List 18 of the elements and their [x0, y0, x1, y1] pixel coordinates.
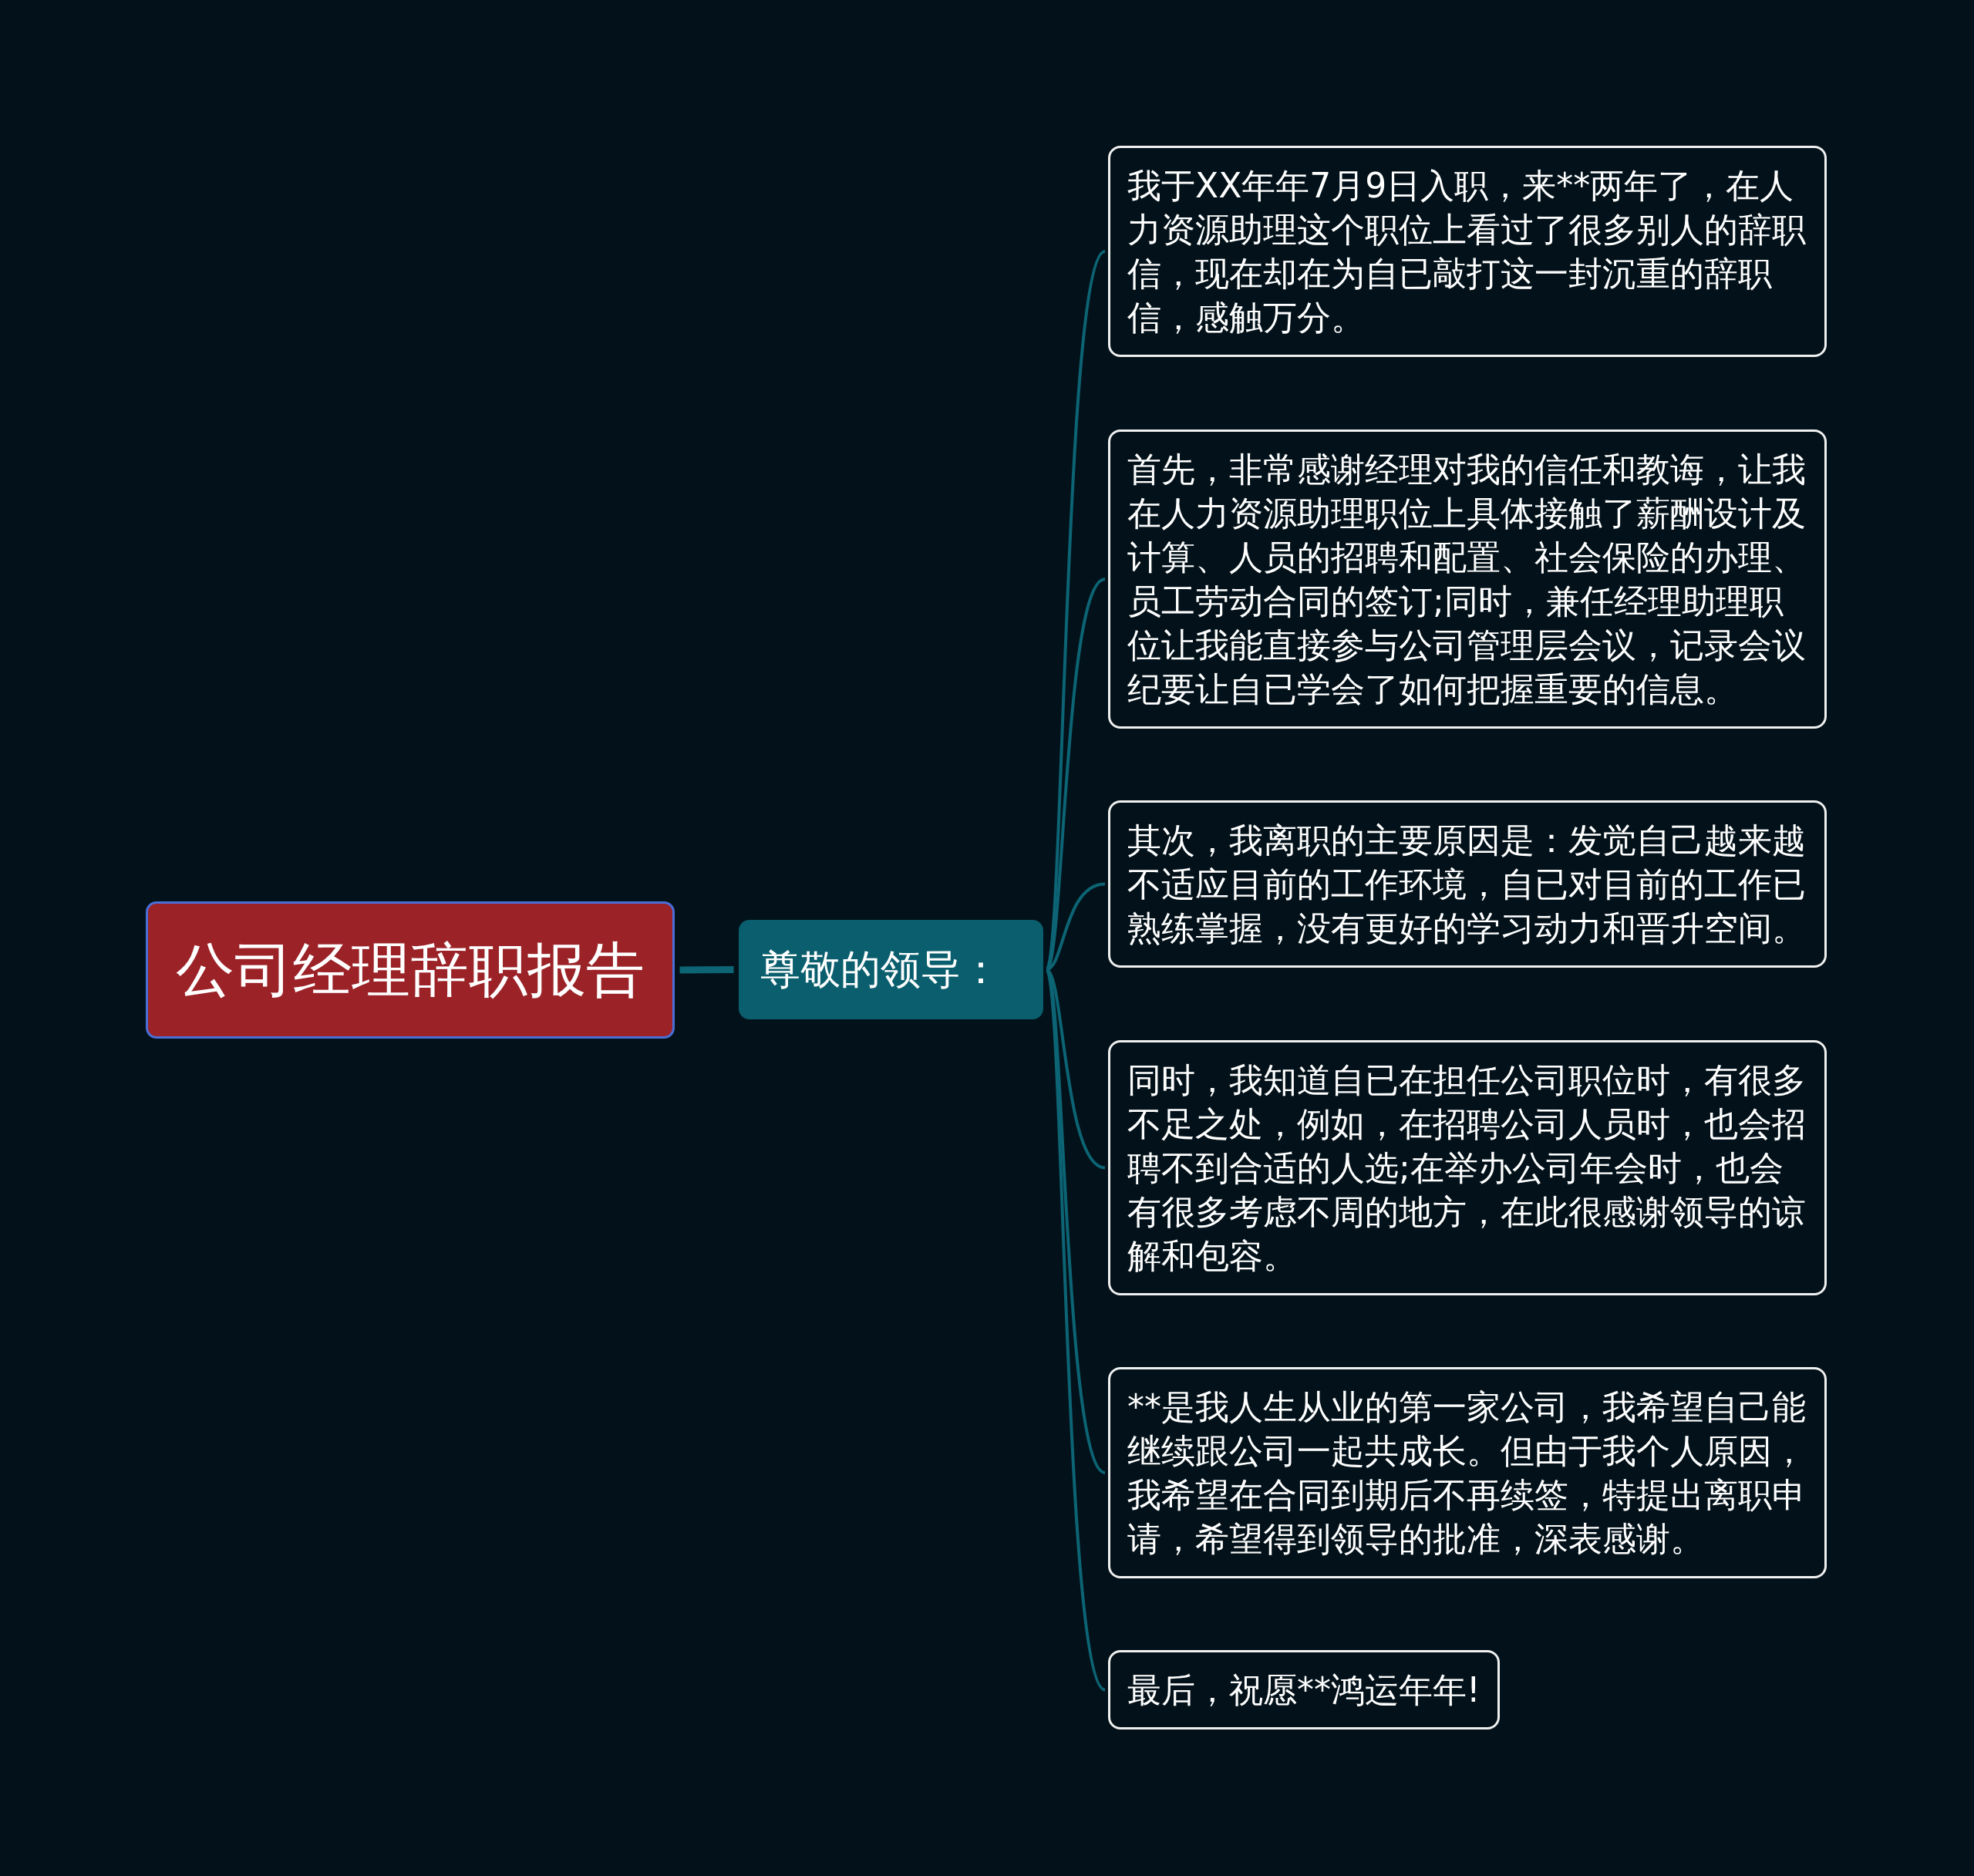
- note-text: **是我人生从业的第一家公司，我希望自己能继续跟公司一起共成长。但由于我个人原因，我希望在合同到期后不再续签，特提出离职申请，希望得到领导的批准，深表感谢。: [1127, 1386, 1807, 1560]
- note-box: [1108, 1650, 1500, 1729]
- note-text: 最后，祝愿**鸿运年年!: [1127, 1669, 1480, 1711]
- note-box: [1108, 1367, 1827, 1578]
- note-box: [1108, 146, 1827, 357]
- note-box: [1108, 429, 1827, 729]
- subtopic-box: [739, 920, 1043, 1019]
- subtopic-text: 尊敬的领导：: [760, 945, 1001, 994]
- connector-line: [679, 966, 734, 974]
- topic-title: 公司经理辞职报告: [176, 935, 645, 1005]
- note-box: [1108, 800, 1827, 968]
- note-text: 我于XX年年7月9日入职，来**两年了，在人力资源助理这个职位上看过了很多别人的辞职信，现在却在为自已敲打这一封沉重的辞职信，感触万分。: [1127, 165, 1807, 338]
- note-box: [1108, 1040, 1827, 1295]
- note-text: 同时，我知道自已在担任公司职位时，有很多不足之处，例如，在招聘公司人员时，也会招聘不到合适的人选;在举办公司年会时，也会有很多考虑不周的地方，在此很感谢领导的谅解和包容。: [1127, 1059, 1807, 1277]
- note-text: 首先，非常感谢经理对我的信任和教诲，让我在人力资源助理职位上具体接触了薪酬设计及计算、人员的招聘和配置、社会保险的办理、员工劳动合同的签订;同时，兼任经理助理职位让我能直接参与公司管理层会议，记录会议纪要让自已学会了如何把握重要的信息。: [1127, 449, 1807, 710]
- connector-line: [1045, 968, 1107, 1691]
- central-topic-box: [146, 901, 675, 1039]
- note-text: 其次，我离职的主要原因是：发觉自己越来越不适应目前的工作环境，自已对目前的工作已熟练掌握，没有更好的学习动力和晋升空间。: [1127, 820, 1807, 949]
